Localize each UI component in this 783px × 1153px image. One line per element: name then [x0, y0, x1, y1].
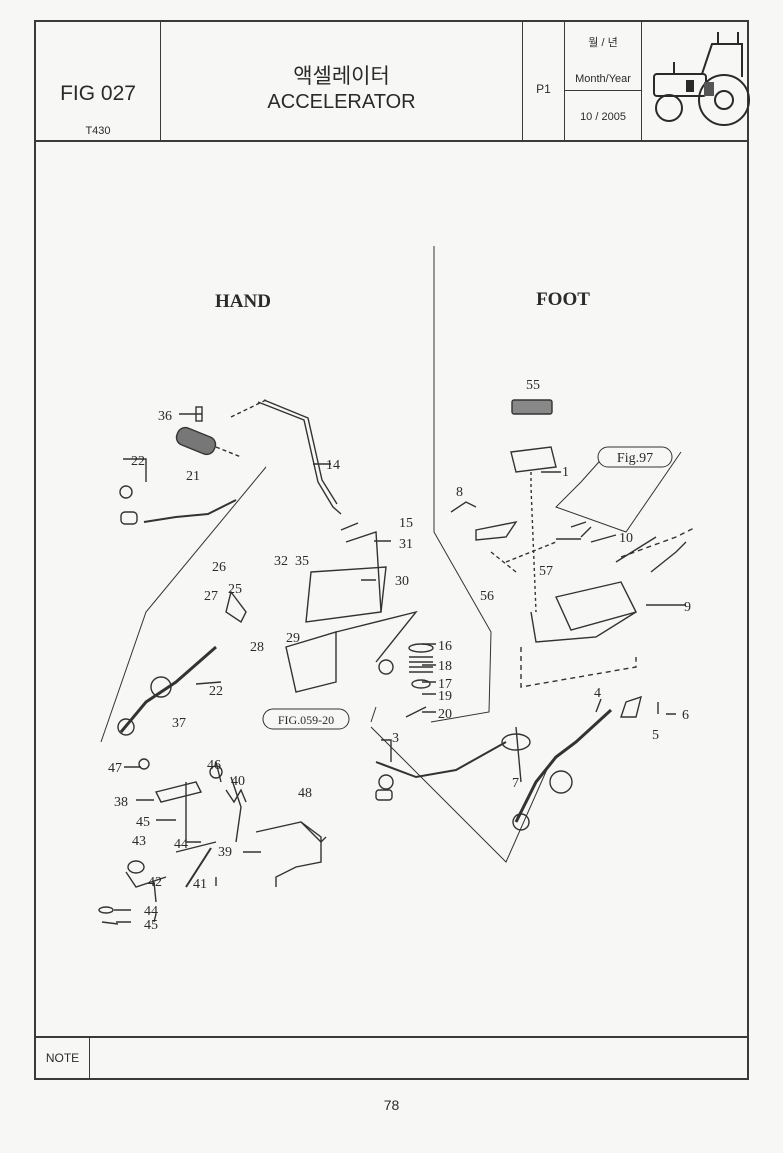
callout-43: 43	[132, 834, 146, 849]
callout-47: 47	[108, 761, 122, 776]
callout-55: 55	[526, 378, 540, 393]
callout-7: 7	[512, 776, 519, 791]
callout-41: 41	[193, 877, 207, 892]
callout-18: 18	[438, 659, 452, 674]
callout-27: 27	[204, 589, 218, 604]
note-row: NOTE	[36, 1036, 747, 1078]
callout-46: 46	[207, 758, 221, 773]
date-divider	[565, 90, 641, 91]
callout-45-lower: 45	[144, 918, 158, 933]
callout-22-lower: 22	[209, 684, 223, 699]
callout-22: 22	[131, 454, 145, 469]
callout-9: 9	[684, 600, 691, 615]
callout-10: 10	[619, 531, 633, 546]
callout-6: 6	[682, 708, 689, 723]
callout-36: 36	[158, 409, 172, 424]
callout-32: 32	[274, 554, 288, 569]
date-value: 10 / 2005	[580, 111, 626, 123]
callout-20: 20	[438, 707, 452, 722]
date-label-korean: 월 / 년	[588, 37, 618, 49]
title-cell: 액셀레이터 ACCELERATOR	[161, 22, 523, 140]
callout-16: 16	[438, 639, 452, 654]
title-block: FIG 027 T430 액셀레이터 ACCELERATOR P1 월 / 년 …	[36, 22, 750, 142]
callout-26: 26	[212, 560, 226, 575]
title-english: ACCELERATOR	[267, 91, 416, 113]
callout-25: 25	[228, 582, 242, 597]
callout-28: 28	[250, 640, 264, 655]
page-frame: FIG 027 T430 액셀레이터 ACCELERATOR P1 월 / 년 …	[34, 20, 750, 1080]
page-code: P1	[536, 82, 551, 96]
tractor-icon	[642, 22, 751, 140]
page-cell: P1	[523, 22, 565, 140]
callout-19: 19	[438, 689, 452, 704]
callout-5: 5	[652, 728, 659, 743]
callout-39: 39	[218, 845, 232, 860]
title-korean: 액셀레이터	[293, 65, 390, 88]
callout-37: 37	[172, 716, 186, 731]
callout-56: 56	[480, 589, 494, 604]
callout-42: 42	[148, 875, 162, 890]
date-label: Month/Year	[575, 73, 631, 85]
callout-38: 38	[114, 795, 128, 810]
callout-31: 31	[399, 537, 413, 552]
callout-1: 1	[562, 465, 569, 480]
callout-45: 45	[136, 815, 150, 830]
callout-8: 8	[456, 485, 463, 500]
callout-21: 21	[186, 469, 200, 484]
date-cell: 월 / 년 Month/Year 10 / 2005	[565, 22, 642, 140]
exploded-parts-diagram: Fig.97 FIG.059-20 HAND FOOT 36 14 22 21 …	[98, 246, 697, 933]
callout-57: 57	[539, 564, 553, 579]
ref-fig97: Fig.97	[617, 451, 653, 466]
model-code: T430	[85, 125, 111, 137]
callout-3: 3	[392, 731, 399, 746]
figure-number: FIG 027	[60, 82, 136, 105]
callout-15: 15	[399, 516, 413, 531]
callout-14: 14	[326, 458, 340, 473]
callout-44: 44	[174, 837, 188, 852]
figure-cell: FIG 027 T430	[36, 22, 161, 140]
callout-30: 30	[395, 574, 409, 589]
callout-48: 48	[298, 786, 312, 801]
callout-29: 29	[286, 631, 300, 646]
note-label: NOTE	[36, 1038, 90, 1078]
page-number: 78	[383, 1097, 400, 1113]
section-foot: FOOT	[536, 289, 590, 310]
callout-4: 4	[594, 686, 601, 701]
ref-fig059: FIG.059-20	[278, 713, 334, 727]
callout-40: 40	[231, 774, 245, 789]
callout-35: 35	[295, 554, 309, 569]
section-hand: HAND	[215, 291, 271, 312]
callout-44-lower: 44	[144, 904, 158, 919]
callout-17: 17	[438, 677, 452, 692]
